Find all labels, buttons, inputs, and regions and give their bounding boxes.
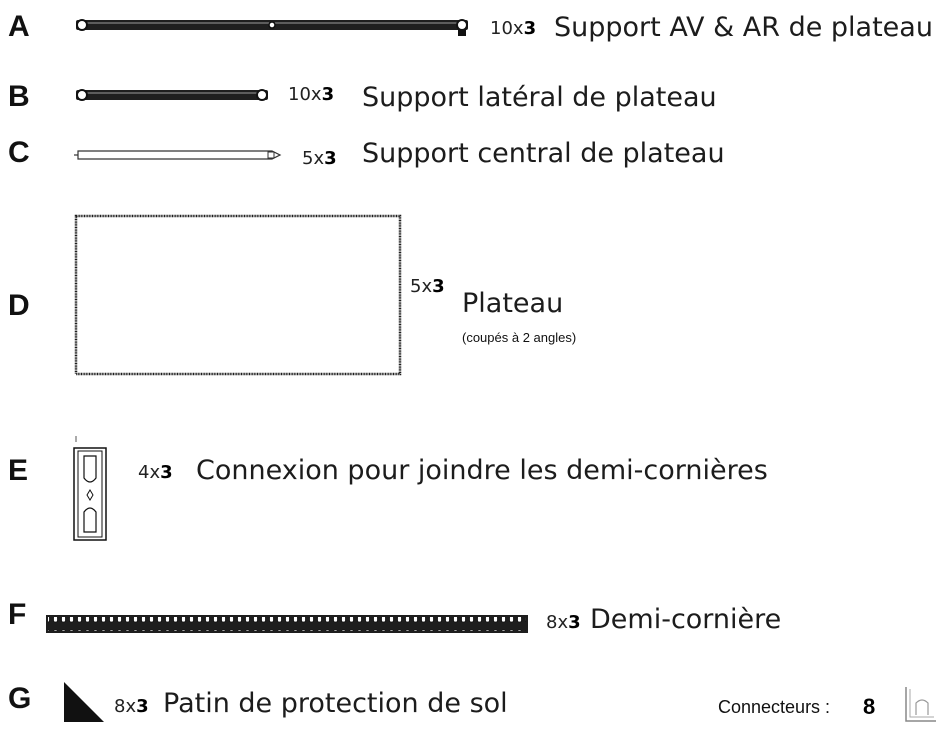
part-letter: F [8, 598, 27, 631]
part-letter: C [8, 136, 30, 169]
front-back-support-icon [76, 19, 468, 36]
floor-protection-pad-icon [64, 682, 104, 722]
part-quantity: 8x3 [114, 696, 149, 717]
part-letter: G [8, 682, 32, 715]
part-label: Demi-cornière [590, 604, 782, 635]
half-angle-bar-icon [46, 615, 528, 633]
part-quantity: 10x3 [490, 18, 537, 39]
part-note: (coupés à 2 angles) [462, 330, 577, 345]
part-letter: E [8, 454, 29, 487]
part-quantity: 10x3 [288, 84, 335, 105]
part-label: Patin de protection de sol [163, 688, 508, 719]
central-support-icon [74, 150, 282, 160]
part-quantity: 8x3 [546, 612, 581, 633]
part-label: Connexion pour joindre les demi-cornière… [196, 455, 768, 486]
part-quantity: 5x3 [410, 276, 445, 297]
part-letter: A [8, 10, 30, 43]
part-label: Support AV & AR de plateau [554, 12, 933, 43]
part-letter: B [8, 80, 30, 113]
part-letter: D [8, 289, 30, 322]
connectors-count: 8 [863, 694, 876, 719]
part-quantity: 4x3 [138, 462, 173, 483]
connector-bracket-icon [905, 687, 936, 722]
part-label: Plateau [462, 288, 564, 319]
part-label: Support central de plateau [362, 138, 725, 169]
angle-joint-connector-icon [73, 436, 107, 541]
part-label: Support latéral de plateau [362, 82, 717, 113]
connectors-label: Connecteurs : [718, 697, 831, 717]
side-support-icon [76, 89, 268, 101]
tray-panel-icon [74, 214, 402, 376]
part-quantity: 5x3 [302, 148, 337, 169]
